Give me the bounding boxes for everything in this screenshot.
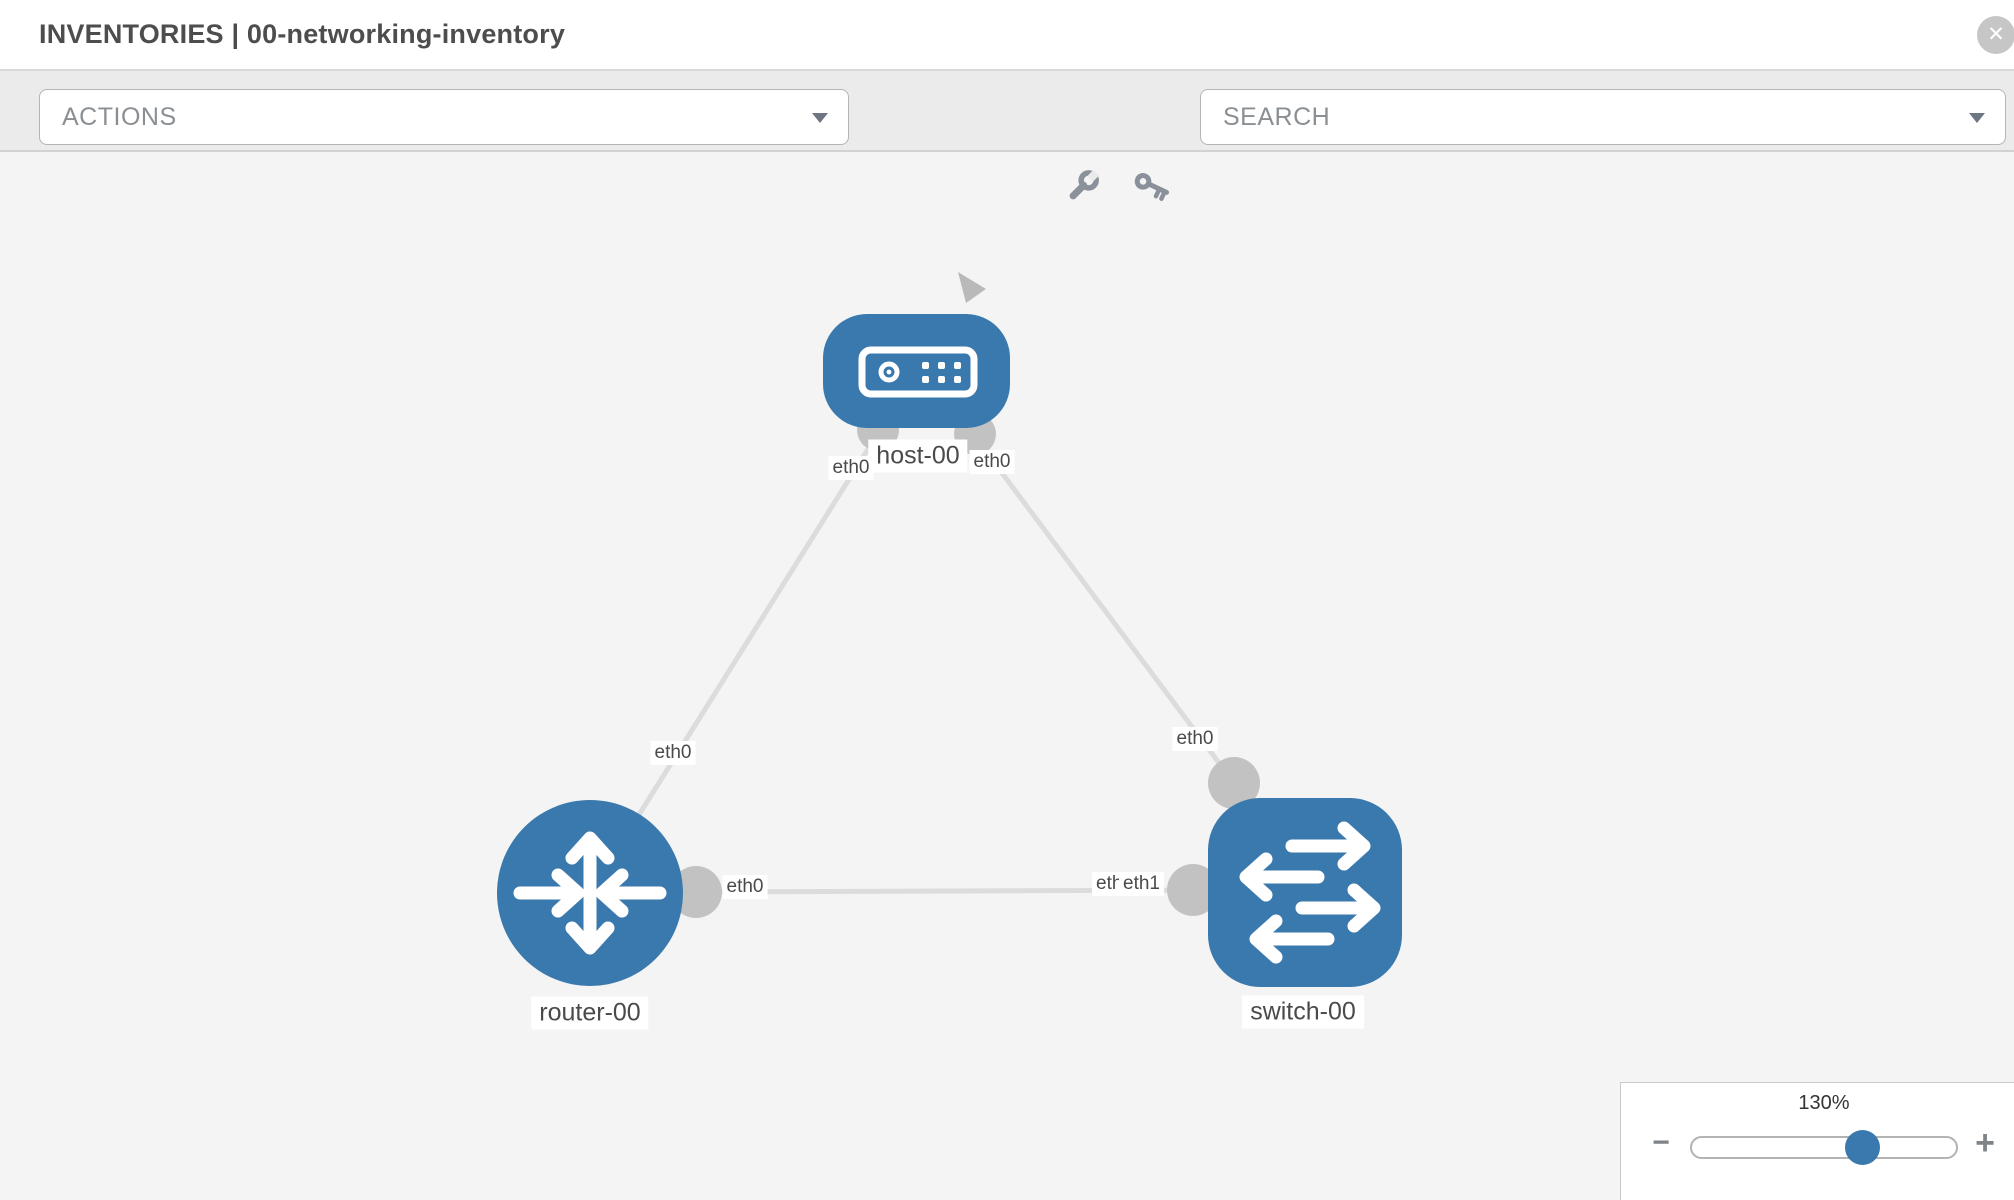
actions-dropdown[interactable]: ACTIONS — [39, 89, 849, 145]
port-label-switch-eth1: eth1 — [1119, 872, 1164, 896]
node-router-00[interactable] — [497, 800, 683, 986]
search-placeholder: SEARCH — [1223, 103, 1331, 131]
port-label-host-right: eth0 — [969, 450, 1015, 474]
node-host-00[interactable] — [823, 314, 1010, 428]
page-title: INVENTORIES | 00-networking-inventory — [39, 19, 566, 49]
zoom-out-button[interactable]: − — [1652, 1126, 1670, 1159]
actions-dropdown-label: ACTIONS — [62, 103, 177, 131]
port-label-router-uplink: eth0 — [650, 741, 696, 765]
port-dot-switch-top — [1208, 757, 1260, 809]
node-label-host[interactable]: host-00 — [868, 439, 968, 473]
server-icon — [858, 346, 978, 398]
zoom-slider-track[interactable] — [1690, 1136, 1958, 1159]
port-label-host-left: eth0 — [828, 456, 874, 480]
switch-arrows-icon — [1239, 821, 1381, 964]
port-dot-router-right — [670, 866, 722, 918]
link-arrowhead — [958, 272, 986, 303]
zoom-level-readout: 130% — [1798, 1092, 1850, 1114]
link-host-switch[interactable] — [972, 435, 1237, 785]
header-bar: INVENTORIES | 00-networking-inventory ✕ — [0, 0, 2014, 71]
close-icon[interactable]: ✕ — [1977, 16, 2014, 54]
chevron-down-icon — [1969, 113, 1985, 123]
node-switch-00[interactable] — [1208, 798, 1402, 987]
zoom-in-button[interactable]: + — [1975, 1124, 1995, 1162]
wrench-icon[interactable] — [1063, 167, 1103, 207]
port-label-switch-uplink: eth0 — [1172, 727, 1218, 751]
node-label-router[interactable]: router-00 — [531, 996, 649, 1030]
router-arrows-icon — [513, 831, 667, 955]
link-lines — [587, 431, 1237, 895]
key-icon[interactable] — [1133, 167, 1173, 207]
port-label-router-right: eth0 — [722, 875, 768, 899]
port-dot-switch-left — [1167, 864, 1219, 916]
search-input[interactable]: SEARCH — [1200, 89, 2006, 145]
port-dots — [670, 272, 1260, 918]
chevron-down-icon — [812, 113, 828, 123]
node-label-switch[interactable]: switch-00 — [1242, 995, 1364, 1029]
topology-canvas[interactable] — [0, 152, 2014, 1200]
zoom-slider-thumb[interactable] — [1845, 1130, 1880, 1165]
toolbar: ACTIONS SEARCH — [0, 71, 2014, 201]
